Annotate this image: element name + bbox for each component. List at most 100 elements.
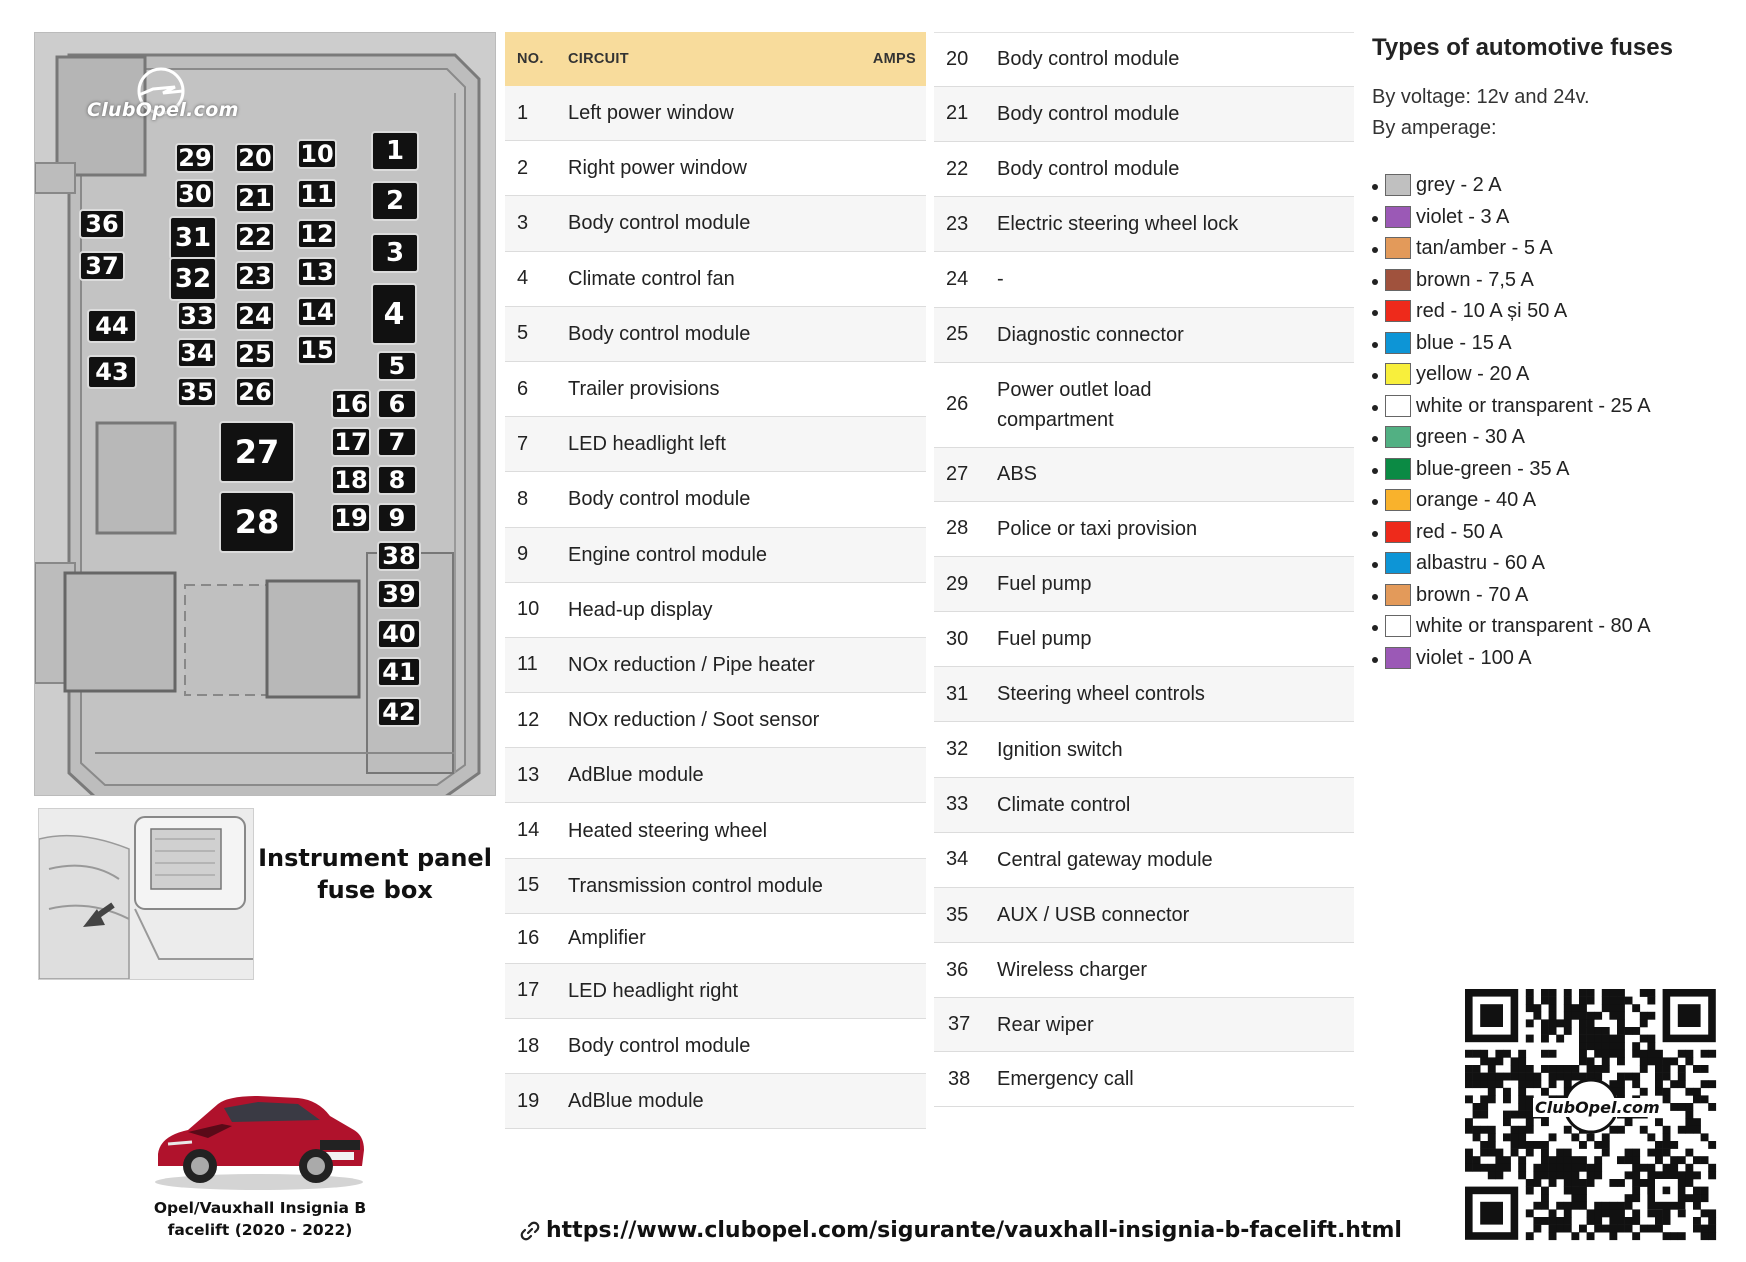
fuse-circuit: Climate control — [997, 793, 1131, 816]
fuse-number: 15 — [517, 874, 540, 897]
fuse-color-swatch — [1385, 520, 1411, 543]
amperage-item: violet - 3 A — [1372, 202, 1742, 234]
fuse-number: 13 — [517, 763, 540, 786]
fuse-circuit: Engine control module — [568, 543, 768, 566]
fuse-number: 34 — [946, 848, 969, 871]
fuse-number: 12 — [517, 708, 540, 731]
fuse-circuit: NOx reduction / Soot sensor — [568, 709, 820, 732]
amperage-item: violet - 100 A — [1372, 643, 1742, 675]
fuse-number: 19 — [517, 1089, 540, 1112]
amperage-label: brown - 7,5 A — [1416, 268, 1534, 291]
fuse-circuit: Transmission control module — [568, 874, 823, 897]
fuse-circuit: Trailer provisions — [568, 378, 720, 401]
bullet-icon — [1372, 562, 1378, 568]
bullet-icon — [1372, 373, 1378, 379]
fuse-circuit: Left power window — [568, 102, 734, 125]
table-row: 24- — [934, 252, 1354, 308]
header-amps: AMPS — [872, 51, 916, 67]
fuse-number: 10 — [517, 598, 540, 621]
amperage-item: brown - 7,5 A — [1372, 265, 1742, 297]
fuse-38-label: 38 — [377, 541, 421, 571]
fuse-number: 38 — [948, 1067, 971, 1090]
fuse-circuit: AdBlue module — [568, 764, 704, 787]
fuse-35-label: 35 — [177, 377, 217, 407]
fuse-circuit: Body control module — [568, 212, 751, 235]
table-row: 12 NOx reduction / Soot sensor — [505, 693, 926, 749]
fuse-circuit: Body control module — [997, 102, 1180, 125]
amperage-item: white or transparent - 25 A — [1372, 391, 1742, 423]
fuse-color-swatch — [1385, 426, 1411, 448]
fuse-circuit: Ignition switch — [997, 738, 1123, 761]
fuse-13-label: 13 — [297, 257, 337, 287]
fuse-37-label: 37 — [79, 251, 125, 281]
table-row: 13 AdBlue module — [505, 748, 926, 804]
fuse-color-swatch — [1385, 646, 1411, 669]
fuse-circuit: Police or taxi provision — [997, 517, 1198, 540]
amperage-item: brown - 70 A — [1372, 580, 1742, 612]
fuse-number: 29 — [946, 572, 969, 595]
fuse-12-label: 12 — [297, 219, 337, 249]
by-voltage-text: By voltage: 12v and 24v. — [1372, 86, 1590, 108]
link-icon — [520, 1221, 540, 1240]
model-caption: Opel/Vauxhall Insignia B facelift (2020 … — [130, 1197, 390, 1241]
source-link[interactable]: https://www.clubopel.com/sigurante/vauxh… — [518, 1218, 1402, 1243]
fuse-17-label: 17 — [331, 427, 371, 457]
table-row: 20 Body control module — [934, 32, 1354, 87]
amperage-label: blue-green - 35 A — [1416, 457, 1570, 480]
fuse-types-section: Types of automotive fuses By voltage: 12… — [1372, 34, 1742, 674]
source-url[interactable]: https://www.clubopel.com/sigurante/vauxh… — [546, 1218, 1402, 1243]
fuse-14-label: 14 — [297, 297, 337, 327]
fuse-number: 22 — [946, 157, 969, 180]
fuse-25-label: 25 — [235, 339, 275, 369]
fuse-number: 11 — [517, 653, 538, 676]
fuse-circuit: Rear wiper — [997, 1013, 1094, 1036]
fuse-color-swatch — [1385, 583, 1411, 606]
fuse-circuit: Fuel pump — [997, 628, 1092, 651]
bullet-icon — [1372, 656, 1378, 663]
qr-logo: ClubOpel.com — [1533, 1098, 1662, 1117]
fuse-40-label: 40 — [377, 619, 421, 649]
fuse-31-label: 31 — [169, 216, 217, 260]
fuse-circuit: Emergency call — [997, 1068, 1134, 1091]
amperage-label: blue - 15 A — [1416, 331, 1512, 354]
fuse-number: 26 — [946, 393, 969, 416]
fuse-circuit: ABS — [997, 463, 1038, 486]
fuse-color-swatch — [1385, 331, 1411, 354]
fuse-2-label: 2 — [371, 181, 419, 221]
fuse-number: 30 — [946, 627, 969, 650]
fuse-1-label: 1 — [371, 131, 419, 171]
fuse-circuit: Body control module — [997, 48, 1180, 71]
amperage-label: white or transparent - 25 A — [1416, 394, 1651, 417]
amperage-item: orange - 40 A — [1372, 485, 1742, 517]
fuse-number: 20 — [946, 47, 969, 70]
amperage-item: red - 10 A și 50 A — [1372, 296, 1742, 328]
fuse-29-label: 29 — [175, 143, 215, 173]
fuse-box-diagram: ClubOpel.com 29 30 31 32 33 34 35 20 21 … — [34, 32, 496, 796]
fuse-34-label: 34 — [177, 338, 217, 368]
fuse-color-swatch — [1385, 615, 1411, 637]
header-no: NO. — [517, 51, 544, 67]
bullet-icon — [1372, 499, 1378, 505]
amperage-label: violet - 3 A — [1416, 205, 1510, 228]
fuse-number: 24 — [946, 267, 969, 290]
fuse-number: 3 — [517, 211, 529, 234]
fuse-16-label: 16 — [331, 389, 371, 419]
fuse-26-label: 26 — [235, 377, 275, 407]
qr-code-pattern — [1465, 989, 1717, 1241]
bullet-icon — [1372, 593, 1378, 600]
fuse-number: 17 — [517, 979, 540, 1002]
